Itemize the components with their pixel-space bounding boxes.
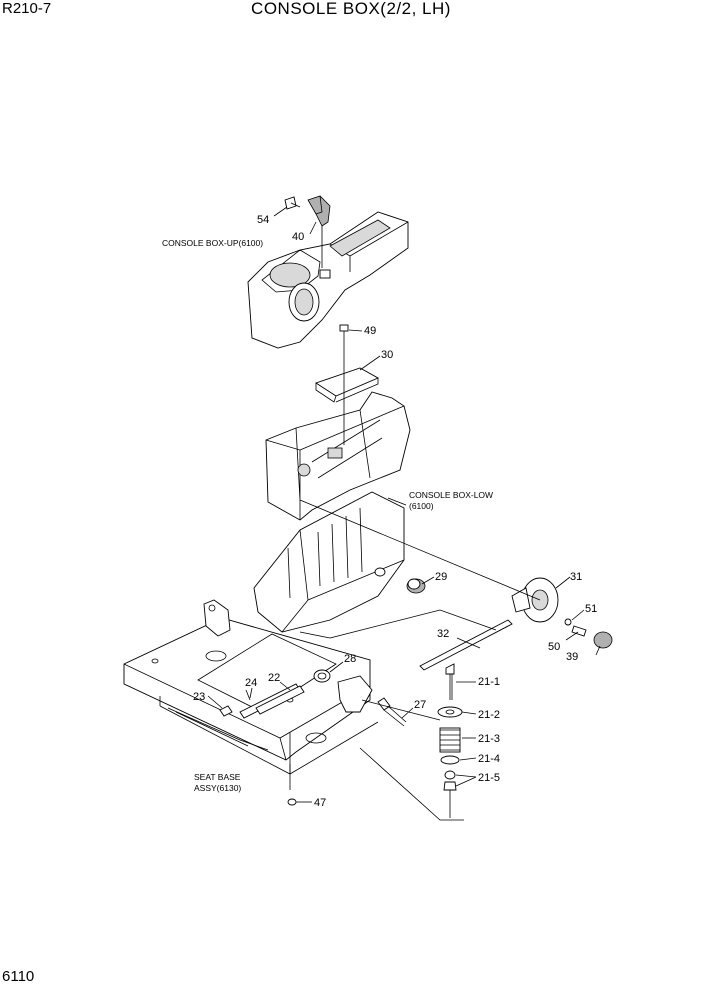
label-seat-base: SEAT BASE <box>194 772 241 782</box>
callout-49: 49 <box>364 325 376 337</box>
callout-28: 28 <box>344 653 356 665</box>
model-code: R210-7 <box>2 0 52 17</box>
callout-51: 51 <box>585 603 597 615</box>
callout-32: 32 <box>437 628 449 640</box>
screw-part <box>339 324 349 344</box>
callout-27: 27 <box>414 699 426 711</box>
callout-21-2: 21-2 <box>478 709 500 721</box>
callout-29: 29 <box>435 571 447 583</box>
bolt-part <box>284 196 301 210</box>
callout-21-5: 21-5 <box>478 772 500 784</box>
phantom-lines <box>289 226 541 821</box>
callout-21-3: 21-3 <box>478 733 500 745</box>
callout-23: 23 <box>193 691 205 703</box>
rod-part <box>419 619 513 671</box>
callout-22: 22 <box>268 672 280 684</box>
page-number: 6110 <box>2 968 35 985</box>
bolt-stack-parts <box>437 663 463 818</box>
callout-47: 47 <box>314 797 326 809</box>
console-box-lower <box>253 491 405 633</box>
callout-31: 31 <box>570 571 582 583</box>
callout-39: 39 <box>566 651 578 663</box>
label-console-box-low: CONSOLE BOX-LOW <box>409 490 493 500</box>
adjust-knob-part <box>511 577 559 623</box>
cap-part <box>406 578 426 594</box>
console-frame <box>265 391 411 521</box>
bolt-washer-cap-parts <box>564 618 613 649</box>
label-seat-base-code: ASSY(6130) <box>194 783 241 793</box>
seat-base-assembly <box>123 599 379 775</box>
part-callouts: 54 40 49 30 29 31 51 50 39 32 28 24 22 2… <box>193 214 597 809</box>
callout-54: 54 <box>257 214 269 226</box>
label-console-box-low-code: (6100) <box>409 501 434 511</box>
callout-40: 40 <box>292 231 304 243</box>
console-box-upper <box>247 211 409 349</box>
callout-30: 30 <box>381 349 393 361</box>
lever-knob-part <box>307 195 331 227</box>
callout-21-4: 21-4 <box>478 753 500 765</box>
label-console-box-up: CONSOLE BOX-UP(6100) <box>162 238 263 248</box>
callout-24: 24 <box>245 677 257 689</box>
link-parts <box>219 669 407 806</box>
callout-50: 50 <box>548 641 560 653</box>
assembly-labels: CONSOLE BOX-UP(6100) CONSOLE BOX-LOW (61… <box>162 238 493 793</box>
page-title: CONSOLE BOX(2/2, LH) <box>251 0 451 18</box>
bracket-plate-part <box>314 367 380 403</box>
callout-leaders <box>207 206 601 803</box>
callout-21-1: 21-1 <box>478 676 500 688</box>
